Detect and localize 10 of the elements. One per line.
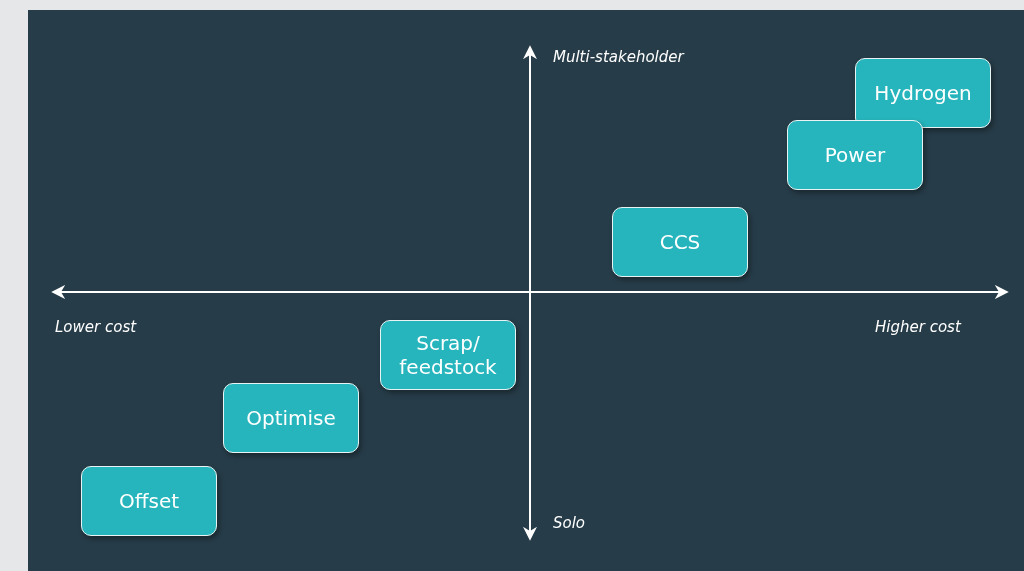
- axis-label: Solo: [553, 514, 586, 532]
- axis-label: Lower cost: [55, 318, 137, 336]
- option-box: Power: [787, 120, 923, 190]
- axis-label: Higher cost: [875, 318, 961, 336]
- option-box: Hydrogen: [855, 58, 991, 128]
- axis-label: Multi-stakeholder: [553, 48, 684, 66]
- option-box: Optimise: [223, 383, 359, 453]
- option-box: CCS: [612, 207, 748, 277]
- option-box: Offset: [81, 466, 217, 536]
- option-box: Scrap/ feedstock: [380, 320, 516, 390]
